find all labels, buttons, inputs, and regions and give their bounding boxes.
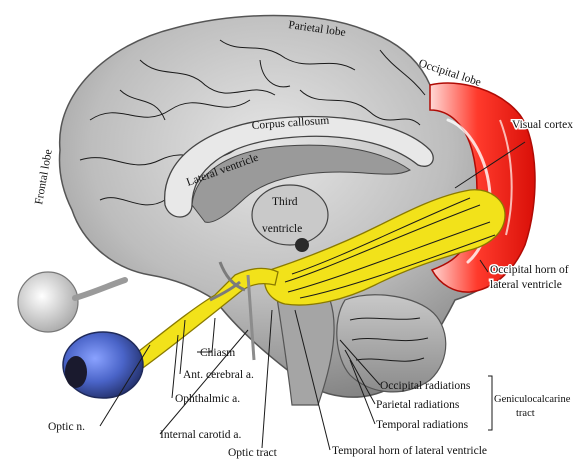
label-ophthalmic: Ophthalmic a. bbox=[175, 393, 240, 405]
label-optic-tract: Optic tract bbox=[228, 447, 278, 459]
label-temporal-horn: Temporal horn of lateral ventricle bbox=[332, 445, 487, 457]
label-internal-carotid: Internal carotid a. bbox=[160, 429, 242, 441]
label-temporal-radiations: Temporal radiations bbox=[376, 419, 469, 431]
eyeball bbox=[63, 332, 143, 398]
label-occipital-horn-line1: Occipital horn of bbox=[490, 264, 569, 276]
olfactory-bulb bbox=[18, 272, 125, 332]
label-occipital-horn-line2: lateral ventricle bbox=[490, 279, 562, 291]
cerebellum bbox=[337, 295, 446, 392]
label-geniculocalcarine-line1: Geniculocalcarine bbox=[494, 394, 571, 405]
label-chiasm: Chiasm bbox=[200, 347, 235, 359]
label-geniculocalcarine-line2: tract bbox=[516, 408, 535, 419]
label-visual-cortex: Visual cortex bbox=[512, 119, 573, 131]
label-ant-cerebral: Ant. cerebral a. bbox=[183, 369, 254, 381]
label-third-ventricle-line1: Third bbox=[272, 196, 298, 208]
label-third-ventricle-line2: ventricle bbox=[262, 223, 302, 235]
label-parietal-radiations: Parietal radiations bbox=[376, 399, 460, 411]
label-frontal-lobe: Frontal lobe bbox=[33, 148, 55, 205]
label-optic-n: Optic n. bbox=[48, 421, 85, 433]
label-occipital-radiations: Occipital radiations bbox=[380, 380, 471, 392]
